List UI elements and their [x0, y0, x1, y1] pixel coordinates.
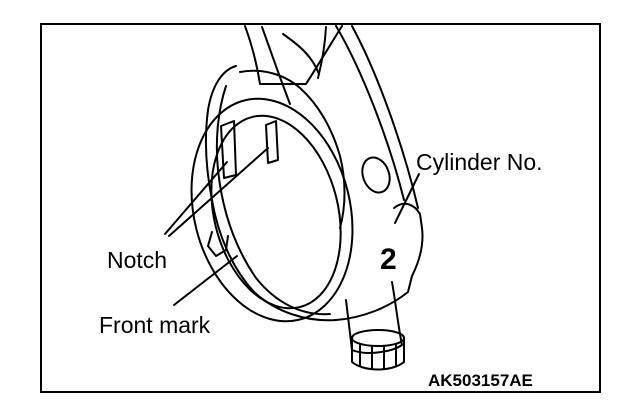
- oil-hole: [361, 156, 391, 194]
- notch-left: [220, 120, 237, 179]
- big-end-rim: [215, 85, 331, 316]
- rod-shank-inner-left: [261, 26, 291, 105]
- big-end-upper: [239, 69, 346, 229]
- rod-rib: [282, 33, 320, 75]
- nut-body: [351, 337, 405, 371]
- notch-leader-2: [168, 147, 269, 237]
- notch-label: Notch: [107, 247, 167, 273]
- notch-right: [265, 120, 279, 164]
- cylinder-no-label: Cylinder No.: [416, 149, 543, 175]
- notch-leader-1: [164, 161, 228, 235]
- left-boss: [207, 231, 229, 257]
- front-mark-leader: [173, 255, 238, 306]
- rod-shank: [244, 25, 343, 85]
- cap-bolt: [345, 281, 403, 354]
- nut-flats: [359, 344, 397, 370]
- rod-web: [335, 25, 405, 201]
- figure-frame: [40, 23, 601, 393]
- rod-right-edge: [351, 25, 419, 209]
- figure-code: AK503157AE: [428, 371, 533, 390]
- bearing-bore-inner: [210, 114, 342, 310]
- nut-top: [351, 329, 405, 347]
- stamped-cylinder-number: 2: [380, 243, 397, 276]
- cylinder-no-leader: [394, 173, 420, 224]
- front-mark-label: Front mark: [99, 312, 211, 338]
- bearing-bore-outer: [190, 97, 354, 323]
- connecting-rod-drawing: [164, 25, 424, 371]
